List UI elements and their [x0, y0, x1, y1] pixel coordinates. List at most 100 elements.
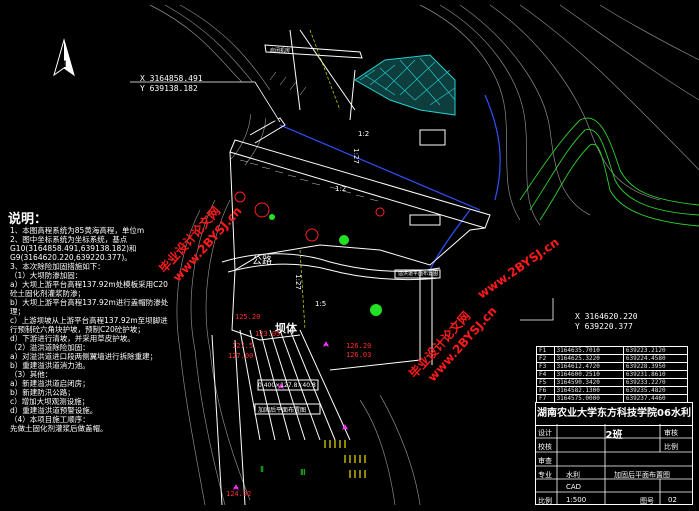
tb-row3-a: 审查: [538, 457, 552, 465]
dim-label-1: 1:27: [351, 148, 360, 164]
leader-lines: [130, 81, 554, 321]
slope-label-4: 1:5: [315, 300, 327, 308]
note-line: d）重建溢洪道预警设施。: [10, 406, 98, 415]
tb-subject: 水利: [566, 471, 580, 479]
table-cell: 3164635.7010: [553, 346, 624, 355]
red-markers: [234, 191, 385, 242]
note-line: 2、图中坐标系统为坐标系统，基点: [10, 235, 128, 244]
rock-hatch-area: [354, 54, 456, 116]
note-line: （3）其他：: [10, 370, 53, 379]
table-cell: 3164582.1300: [553, 386, 624, 395]
title-block-title: 湖南农业大学东方科技学院06水利2班: [536, 403, 692, 441]
slope-label-1: 1:27: [293, 274, 302, 290]
compass-label: N: [59, 60, 67, 70]
north-arrow-icon: [53, 38, 75, 77]
coord-right-x: X 3164620.220: [575, 312, 638, 321]
elevation-label-5: 125.20: [235, 313, 261, 321]
elevation-label-3: 126.20: [346, 342, 372, 350]
note-line: G9(3164620.220,639220.377)。: [10, 253, 132, 262]
spillway-dim: 0.400×127.8×40.8: [258, 382, 316, 389]
slope-hatch: [239, 71, 379, 202]
table-cell: 3164625.3220: [553, 354, 624, 363]
section-marker-ii: Ⅱ: [260, 465, 264, 474]
road-label: 公路: [252, 256, 272, 267]
elevation-label-2: 127.00: [228, 352, 254, 360]
tb-scale: 1:500: [566, 496, 587, 504]
note-line: 3、本次除险加固措施如下：: [10, 262, 105, 271]
top-building-label: 启闭机房: [270, 48, 291, 54]
table-cell: 639235.4820: [622, 386, 689, 395]
note-line: （1）大坝防渗加固：: [10, 271, 83, 280]
note-line: b）新建防汛公路；: [10, 388, 75, 397]
title-block-grid: [535, 424, 693, 505]
yellow-bar-pattern: [324, 440, 366, 478]
table-cell: F3: [536, 362, 555, 371]
note-line: a）大坝上游平台高程137.92m处模板采用C20: [10, 280, 168, 289]
title-block: 湖南农业大学东方科技学院06水利2班 设计 审核 校核 比例 审查 专业 水利 …: [535, 402, 693, 505]
water-lines: [279, 94, 501, 271]
tb-subject-label: 专业: [538, 471, 552, 479]
tb-row2-a: 校核: [538, 443, 552, 451]
note-line: 行预制砼六角块护坡，预制C20砼护坡；: [10, 325, 145, 334]
spillway-note: 溢洪道平面布置图: [398, 271, 439, 277]
note-line: c）增加大坝观测设施；: [10, 397, 90, 406]
tb-sheet: 02: [668, 496, 677, 504]
note-line: a）对溢洪道进口段两侧翼墙进行拆除重建；: [10, 352, 158, 361]
table-cell: 639228.3950: [622, 362, 689, 371]
tb-row1-d: 审核: [664, 429, 678, 437]
note-line: c）上游坝坡从上游平台高程137.92m至坝脚进: [10, 316, 168, 325]
tb-row1-a: 设计: [538, 429, 552, 437]
section-marker-iii: Ⅲ: [300, 468, 306, 477]
note-line: b）大坝上游平台高程137.92m进行盖帽防渗处: [10, 298, 169, 307]
notes-title: 说明：: [8, 212, 48, 227]
note-line: G10(3164858.491,639138.182)和: [10, 244, 137, 253]
note-line: 砼土固化剂灌浆防渗；: [10, 289, 85, 298]
table-cell: 3164600.2510: [553, 370, 624, 379]
tb-tool: CAD: [566, 483, 582, 491]
note-line: 理；: [10, 307, 25, 316]
note-line: （4）本项目施工顺序：: [10, 415, 90, 424]
table-cell: 639231.8610: [622, 370, 689, 379]
table-cell: 3164612.4720: [553, 362, 624, 371]
bottom-note: 加固后平面布置图: [258, 407, 307, 414]
note-line: a）新建溢洪道启闭房；: [10, 379, 90, 388]
dam-label: 坝体: [275, 322, 297, 335]
elevation-label-7: 127.5: [232, 342, 254, 350]
trees: [269, 214, 382, 316]
note-line: 先做土固化剂灌浆后做盖帽。: [10, 424, 108, 433]
tb-scale-label: 比例: [538, 497, 552, 505]
terrain-contours: [149, 4, 699, 506]
slope-label-3: 1:2: [358, 130, 370, 138]
elevation-stars: [233, 341, 348, 490]
elevation-label-6: 123.05: [255, 330, 281, 338]
tb-sheet-label: 图号: [640, 497, 654, 505]
table-cell: 639224.4580: [622, 354, 689, 363]
table-cell: 3164590.3420: [553, 378, 624, 387]
note-line: d）下游进行清坡，并采用草皮护坡。: [10, 334, 135, 343]
table-cell: F1: [536, 346, 555, 355]
coord-right-y: Y 639220.377: [575, 322, 633, 331]
note-line: 1、本图高程系统为85黄海高程，单位m: [10, 226, 145, 235]
note-line: b）重建溢洪道消力池。: [10, 361, 90, 370]
green-contours: [519, 117, 699, 227]
note-line: （2）溢洪道除险加固：: [10, 343, 90, 352]
tb-row2-d: 比例: [664, 443, 678, 451]
table-cell: 639223.2120: [622, 346, 689, 355]
yellow-dashed-lines: [299, 29, 341, 331]
elevation-label-1: 124.92: [226, 490, 252, 498]
coord-top-y: Y 639138.182: [140, 84, 198, 93]
slope-label-2: 1:2: [335, 185, 347, 193]
table-cell: F2: [536, 354, 555, 363]
table-cell: F6: [536, 386, 555, 395]
tb-drawing-name: 加固后平面布置图: [614, 471, 670, 479]
structure-outlines: [211, 29, 491, 506]
